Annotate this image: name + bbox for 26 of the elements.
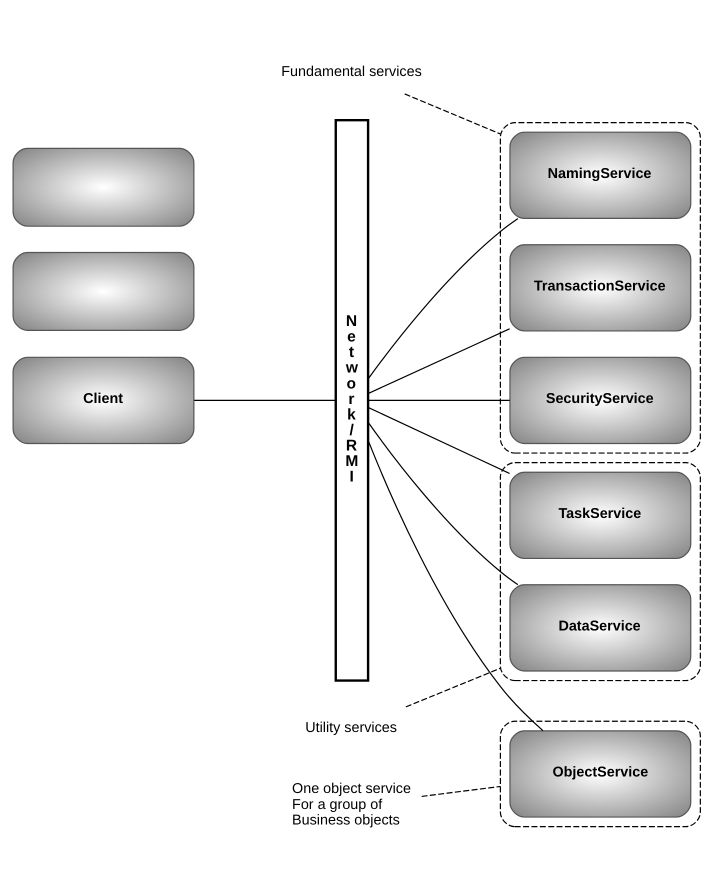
node-box: Client xyxy=(12,356,194,444)
connector xyxy=(368,422,518,585)
cluster xyxy=(500,122,701,454)
node-box: ObjectService xyxy=(509,730,692,818)
node-text: One object service For a group of Business objects xyxy=(292,780,411,828)
node-box: NamingService xyxy=(509,131,692,218)
node-box: Network/RMI xyxy=(334,118,370,682)
node-box xyxy=(12,251,194,330)
node-text: Fundamental services xyxy=(281,64,422,80)
node-text: Utility services xyxy=(305,720,397,736)
cluster xyxy=(500,720,701,827)
connector xyxy=(406,667,501,707)
connector xyxy=(194,399,336,400)
connector xyxy=(404,92,501,134)
cluster xyxy=(500,462,701,681)
connector xyxy=(368,440,544,730)
connector xyxy=(368,328,510,394)
node-box: TransactionService xyxy=(509,244,692,332)
connector xyxy=(368,218,518,378)
node-box: SecurityService xyxy=(509,356,692,444)
connector xyxy=(368,406,510,474)
node-box: DataService xyxy=(509,584,692,672)
node-box xyxy=(12,147,194,226)
node-box: TaskService xyxy=(509,471,692,559)
connector xyxy=(368,399,510,400)
connector xyxy=(422,785,500,796)
